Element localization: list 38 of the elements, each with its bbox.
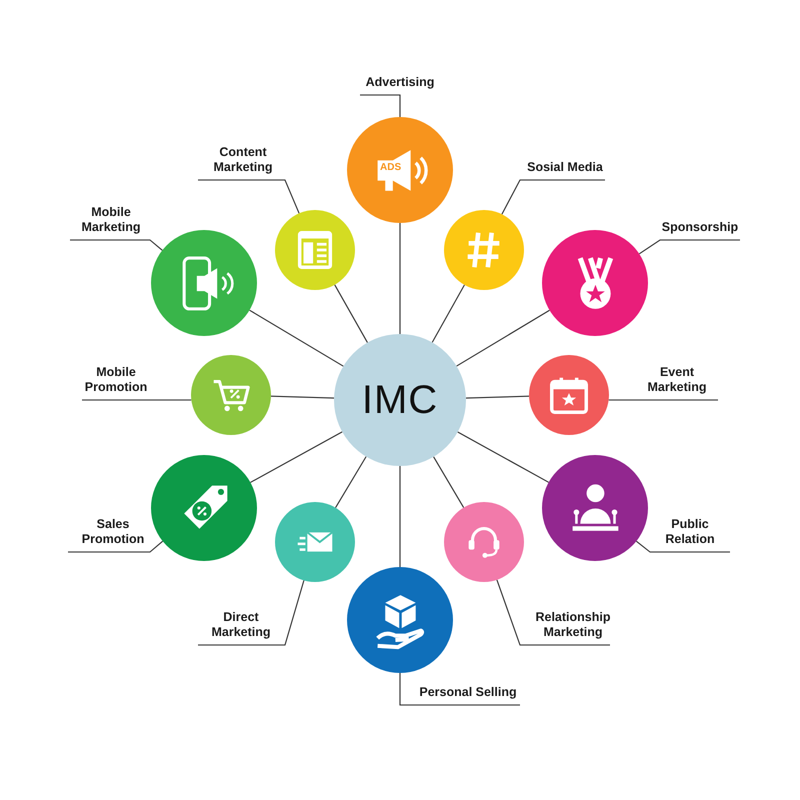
leader-line — [639, 239, 740, 254]
item-label: Personal Selling — [419, 685, 517, 700]
item-label: Content Marketing — [212, 145, 274, 175]
connector-line — [270, 396, 334, 399]
icon-text: ADS — [380, 162, 402, 173]
connector-line — [249, 310, 344, 367]
leader-line — [198, 580, 304, 646]
leader-line — [608, 399, 718, 401]
connector-line — [250, 431, 342, 483]
connector-line — [466, 396, 530, 399]
leader-line — [70, 239, 163, 251]
connector-line — [433, 456, 464, 508]
leader-line — [82, 399, 192, 401]
item-label: Event Marketing — [646, 365, 708, 395]
connector-line — [399, 223, 401, 334]
connector-line — [432, 284, 465, 343]
leader-line — [496, 580, 610, 646]
leader-line — [399, 673, 520, 706]
item-label: Sales Promotion — [80, 517, 146, 547]
leader-line — [501, 179, 605, 214]
connector-line — [456, 310, 550, 367]
leader-line — [360, 94, 401, 117]
item-label: Mobile Promotion — [84, 365, 148, 395]
leader-line — [68, 540, 164, 553]
item-label: Direct Marketing — [210, 610, 272, 640]
item-label: Advertising — [366, 75, 434, 90]
item-label: Sosial Media — [527, 160, 603, 175]
item-label: Relationship Marketing — [534, 610, 612, 640]
connector-line — [335, 456, 367, 508]
connector-line — [399, 466, 401, 567]
connector-line — [334, 284, 368, 343]
leader-line — [198, 179, 300, 214]
center-label: IMC — [362, 378, 438, 422]
connector-line — [457, 432, 549, 483]
leader-line — [636, 540, 730, 553]
item-label: Public Relation — [664, 517, 716, 547]
item-label: Sponsorship — [662, 220, 738, 235]
item-label: Mobile Marketing — [80, 205, 142, 235]
